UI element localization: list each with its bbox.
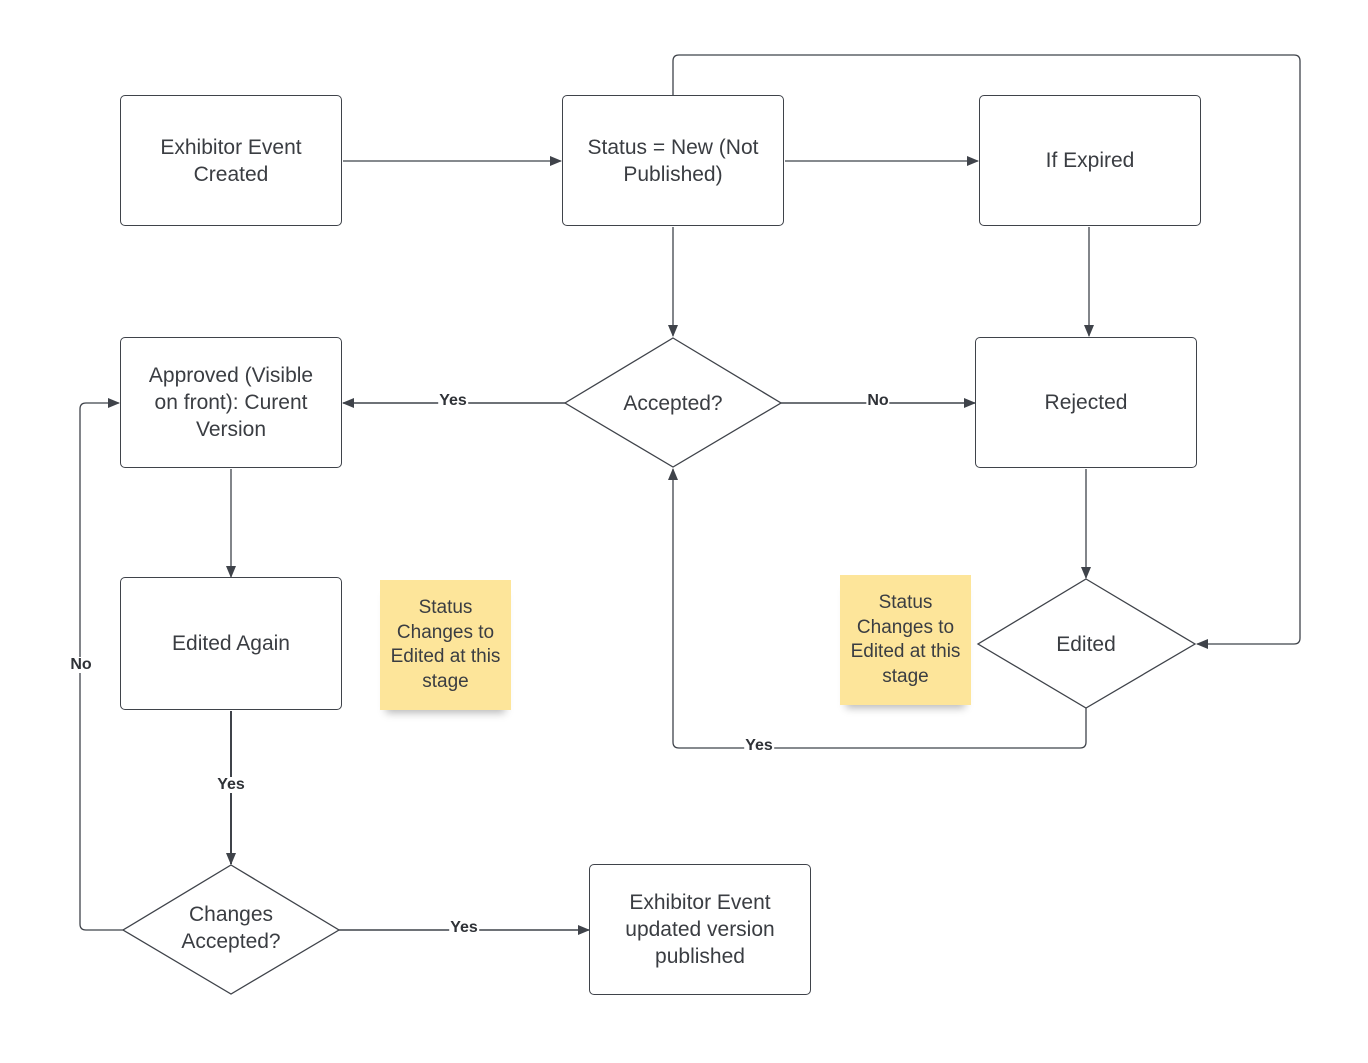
changes-accepted-diamond-shape	[121, 864, 341, 995]
rejected-label: Rejected	[1044, 391, 1128, 414]
edited-label: Edited	[1056, 632, 1116, 656]
sticky-note-right: Status Changes to Edited at this stage	[840, 575, 971, 705]
published-box: Exhibitor Event updated version publishe…	[589, 864, 811, 995]
edge-label-changes-accepted-no: No	[69, 656, 93, 673]
exhibitor-event-created-label: Exhibitor Event Created	[160, 135, 302, 186]
edge-label-accepted-no: No	[866, 392, 890, 409]
published-label: Exhibitor Event updated version publishe…	[625, 891, 775, 968]
accepted-diamond-shape	[563, 337, 783, 468]
status-new-box: Status = New (Not Published)	[562, 95, 784, 226]
edge-label-edited-yes: Yes	[744, 737, 774, 754]
edge-label-edited-again-yes: Yes	[216, 776, 246, 793]
accepted-label: Accepted?	[623, 391, 723, 415]
edge-edited-to-accepted	[668, 468, 1087, 749]
edited-again-label: Edited Again	[172, 632, 290, 655]
approved-label: Approved (Visible on front): Curent Vers…	[148, 364, 314, 441]
accepted-decision: Accepted?	[590, 388, 756, 418]
edge-label-changes-accepted-yes: Yes	[449, 919, 479, 936]
if-expired-box: If Expired	[979, 95, 1201, 226]
edge-label-accepted-yes: Yes	[438, 392, 468, 409]
if-expired-label: If Expired	[1045, 149, 1135, 172]
edited-decision: Edited	[1003, 629, 1169, 659]
exhibitor-event-created-box: Exhibitor Event Created	[120, 95, 342, 226]
edited-again-box: Edited Again	[120, 577, 342, 710]
edge-status-new-to-edited	[672, 54, 1301, 649]
rejected-box: Rejected	[975, 337, 1197, 468]
changes-accepted-decision: Changes Accepted?	[163, 899, 299, 957]
sticky-note-right-text: Status Changes to Edited at this stage	[850, 592, 961, 687]
sticky-note-left: Status Changes to Edited at this stage	[380, 580, 511, 710]
sticky-note-left-text: Status Changes to Edited at this stage	[390, 597, 501, 692]
approved-box: Approved (Visible on front): Curent Vers…	[120, 337, 342, 468]
status-new-label: Status = New (Not Published)	[587, 135, 759, 186]
changes-accepted-label: Changes Accepted?	[181, 903, 281, 953]
